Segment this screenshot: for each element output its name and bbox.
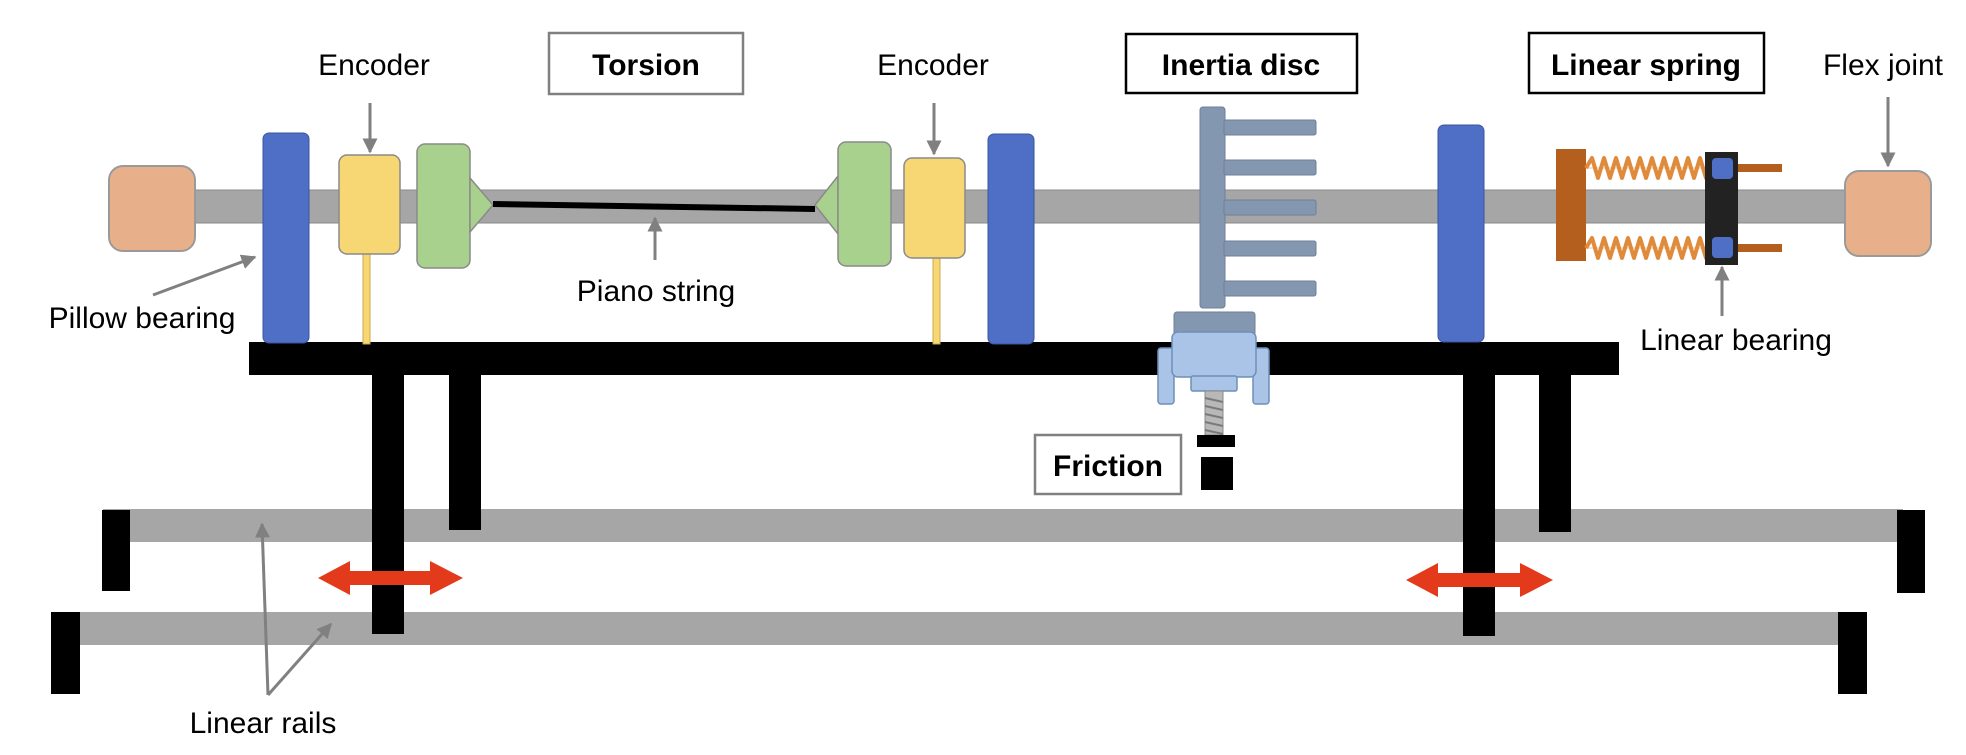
rail-back-right-stop	[1897, 510, 1925, 593]
linear-rails-label: Linear rails	[190, 707, 337, 740]
flex-joint-right	[1844, 170, 1932, 257]
friction-label-box	[1033, 433, 1183, 496]
motion-arrow-left	[318, 561, 463, 595]
rail-front	[62, 612, 1848, 645]
torsion-label-box	[547, 31, 745, 96]
flex-joint-left	[108, 165, 196, 252]
coupling-left	[416, 143, 494, 269]
rail-back-left-stop	[102, 510, 130, 591]
pillow-bearing-label: Pillow bearing	[49, 302, 236, 335]
torsion-label: Torsion	[592, 49, 700, 82]
pillow-bearing-3	[1437, 124, 1485, 343]
pillow-bearing-1	[262, 132, 310, 344]
inertia-disc-label-box	[1124, 32, 1359, 95]
encoder-left	[338, 154, 401, 345]
linear-spring-label: Linear spring	[1551, 49, 1741, 82]
linear-spring-label-box	[1527, 31, 1766, 95]
motion-arrow-right	[1406, 563, 1553, 597]
piano-string	[492, 201, 816, 212]
rail-front-right-stop	[1838, 612, 1867, 694]
frame-legs	[372, 370, 1571, 636]
rail-front-left-stop	[51, 612, 80, 694]
inertia-disc	[1199, 106, 1317, 309]
flex-joint-label: Flex joint	[1823, 49, 1944, 82]
friction-label: Friction	[1053, 450, 1163, 483]
encoder-right	[903, 157, 966, 345]
linear-spring-assembly	[1556, 149, 1782, 265]
piano-string-label: Piano string	[577, 275, 735, 308]
inertia-disc-label: Inertia disc	[1162, 49, 1320, 82]
encoder-left-label: Encoder	[318, 49, 430, 82]
friction-clamp	[1157, 311, 1270, 490]
leader-lines	[152, 97, 1896, 696]
linear-bearing-label: Linear bearing	[1640, 324, 1832, 357]
encoder-right-label: Encoder	[877, 49, 989, 82]
frame-top-plate	[249, 342, 1619, 375]
coupling-right	[814, 141, 892, 267]
linear-rails	[51, 509, 1925, 694]
pillow-bearing-2	[987, 133, 1035, 345]
